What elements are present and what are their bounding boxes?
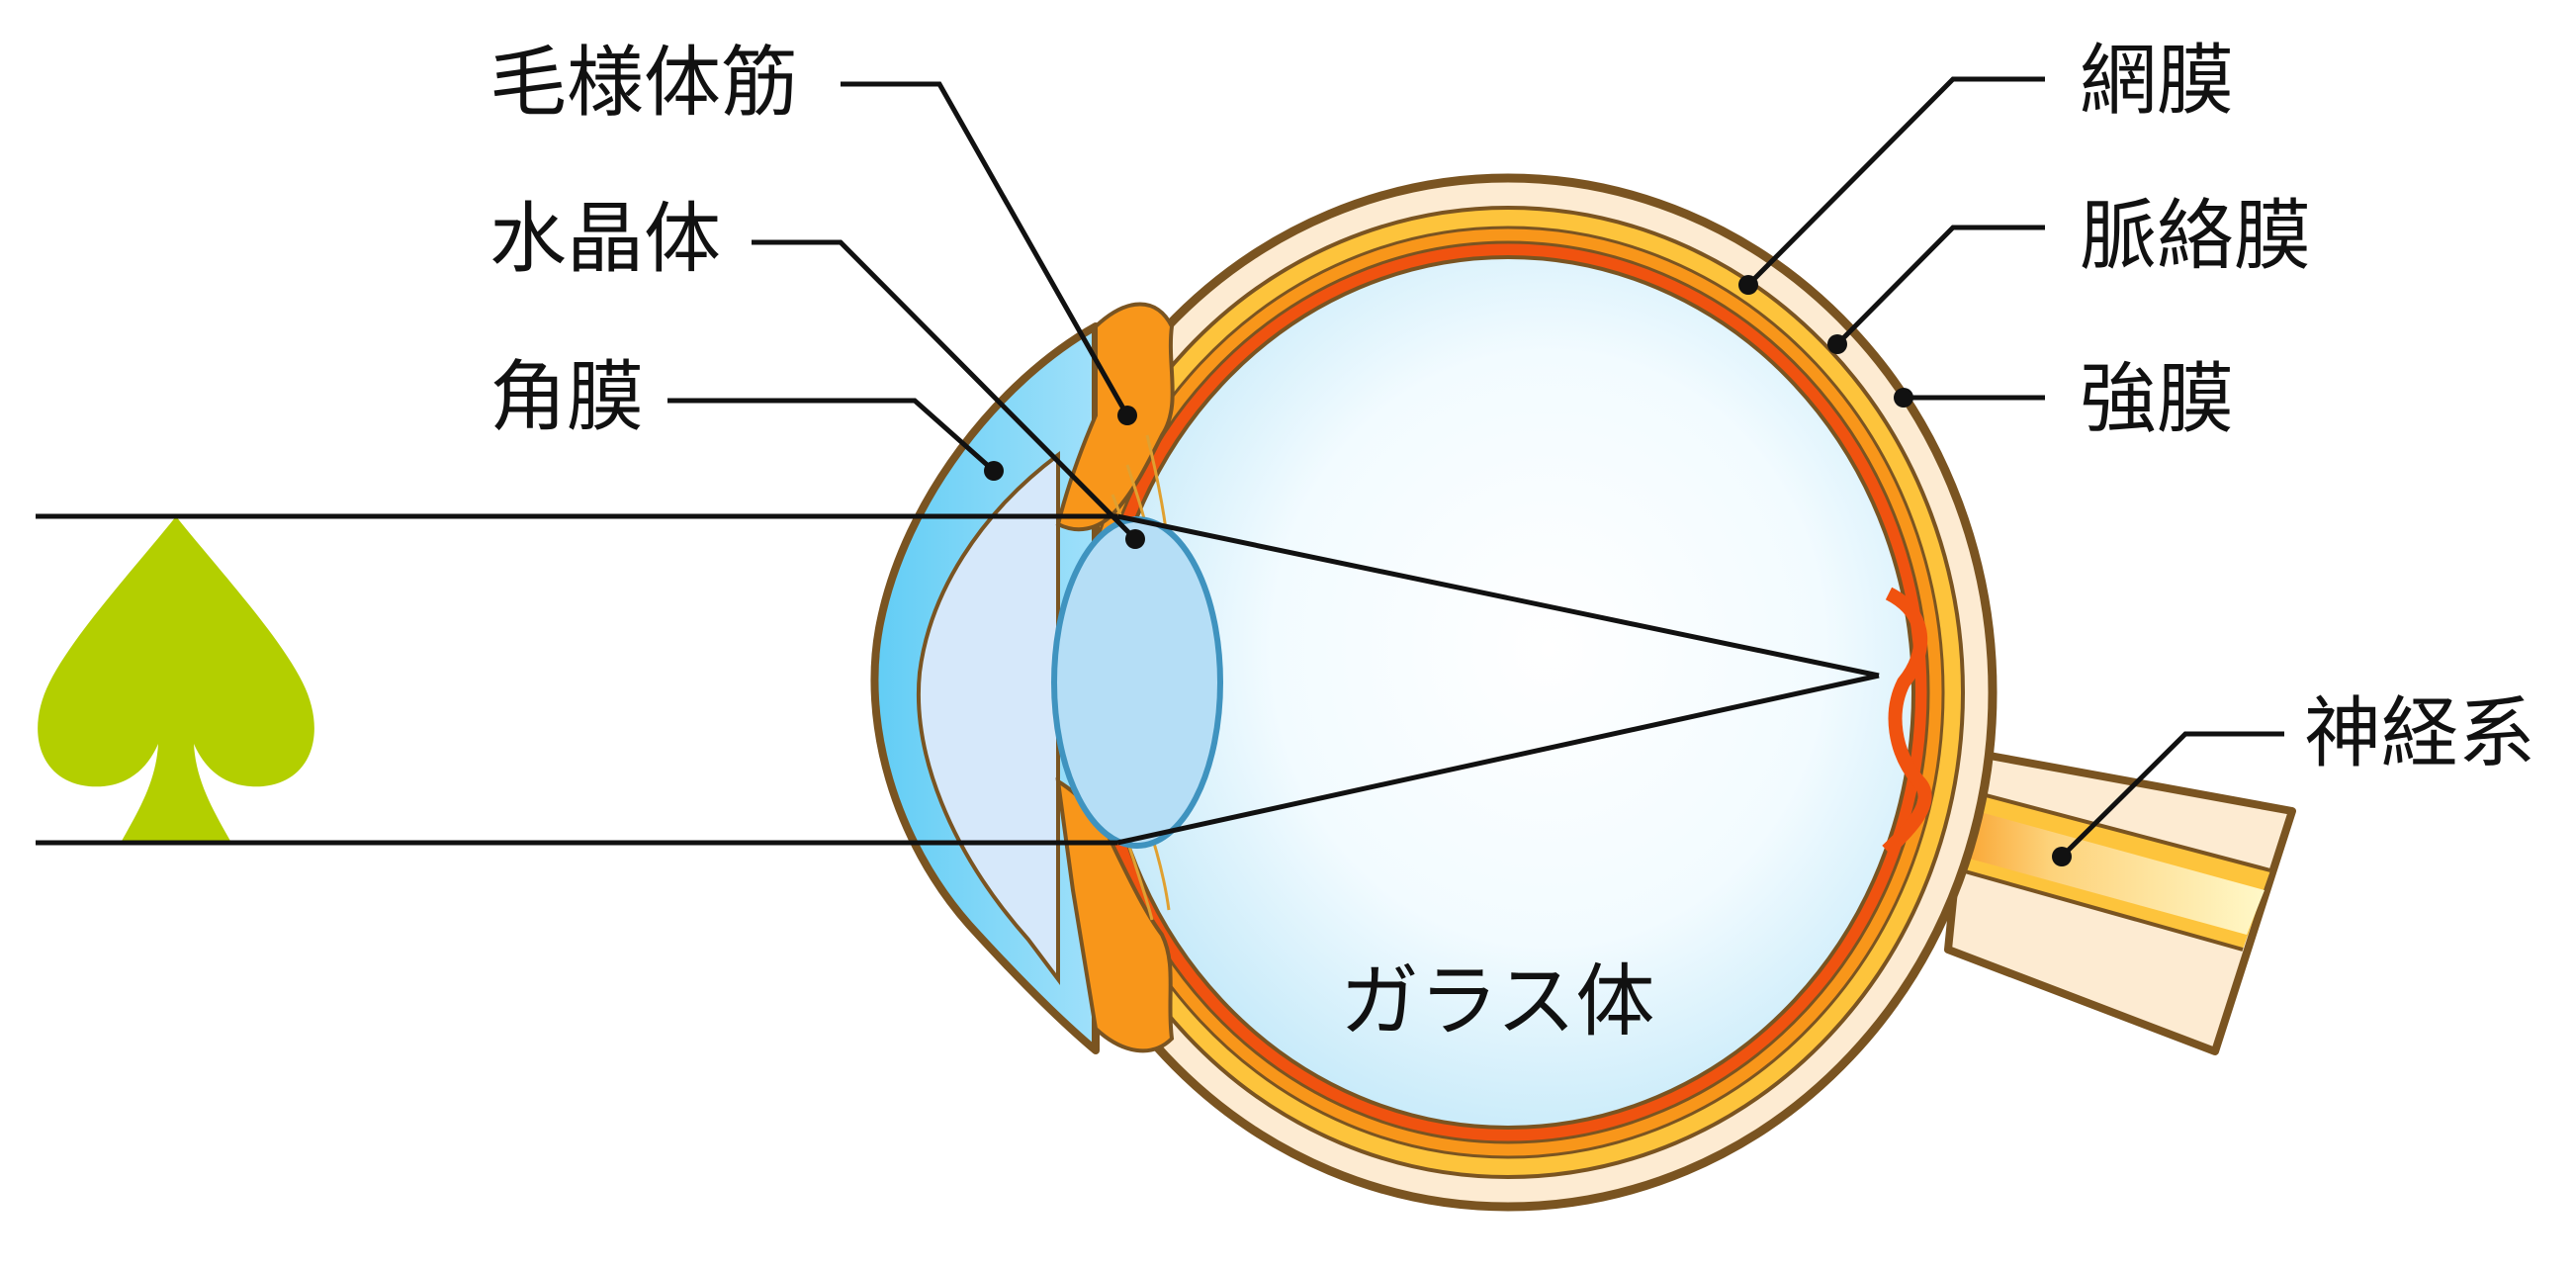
- label-sclera: 強膜: [2080, 355, 2234, 444]
- optic-disc: [1882, 587, 1932, 857]
- cornea: [870, 322, 1100, 1054]
- label-choroid: 脈絡膜: [2080, 192, 2311, 281]
- label-cornea: 角膜: [489, 353, 644, 442]
- anterior-chamber: [917, 450, 1060, 985]
- label-ciliary-muscle: 毛様体筋: [489, 39, 798, 128]
- label-vitreous: ガラス体: [1340, 955, 1654, 1047]
- label-retina: 網膜: [2080, 37, 2234, 126]
- label-lens: 水晶体: [489, 195, 721, 284]
- lens: [1051, 516, 1223, 849]
- optic-nerve: [1932, 748, 2296, 1055]
- label-nerve: 神経系: [2304, 689, 2535, 778]
- leader-lines: [667, 76, 2284, 866]
- light-rays: [36, 513, 1880, 846]
- spade-tree-icon: [38, 516, 314, 843]
